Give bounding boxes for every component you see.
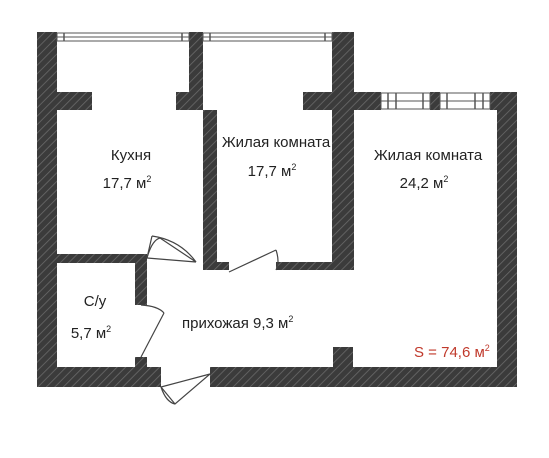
wall-bottom-left	[37, 367, 161, 387]
wall-top-left-stub	[37, 32, 57, 42]
window-ticks	[63, 33, 484, 109]
room-label-hallway: прихожая 9,3 м2	[182, 314, 293, 332]
wall-left-ledge	[37, 92, 92, 110]
wall-hall-pillar	[333, 347, 353, 367]
door-room1	[275, 249, 279, 271]
walls	[37, 32, 517, 387]
wall-room1-bottom	[276, 262, 354, 270]
windows	[56, 32, 491, 110]
wall-left	[37, 32, 57, 387]
room-name-living-2: Жилая комната	[374, 147, 483, 164]
wall-top-right-b	[490, 92, 517, 110]
room-name-living-1: Жилая комната	[222, 134, 331, 151]
room-name-kitchen: Кухня	[111, 147, 151, 164]
room-area-kitchen: 17,7 м2	[103, 174, 152, 192]
wall-room-partition	[332, 110, 354, 270]
room-area-living-2: 24,2 м2	[400, 174, 449, 192]
room-name-bathroom: С/у	[84, 293, 107, 310]
wall-bath-top	[57, 254, 147, 263]
wall-bath-right-a	[135, 263, 147, 305]
wall-kitchen-partition-top	[189, 32, 203, 92]
wall-kitchen-partition-ledge	[176, 92, 203, 110]
wall-bath-right-b	[135, 357, 147, 367]
doors	[140, 235, 279, 405]
total-area: S = 74,6 м2	[414, 343, 490, 361]
wall-bottom-right	[210, 367, 517, 387]
wall-room1-bottom-left	[217, 262, 229, 270]
wall-right	[497, 92, 517, 387]
wall-kitchen-right	[203, 110, 217, 268]
wall-top-right-mid	[430, 92, 440, 110]
door-bathroom	[140, 304, 165, 314]
room-area-living-1: 17,7 м2	[248, 162, 297, 180]
room-labels: Кухня 17,7 м2 Жилая комната 17,7 м2 Жила…	[71, 134, 490, 361]
wall-room-partition-top	[332, 32, 354, 110]
room-area-bathroom: 5,7 м2	[71, 324, 111, 342]
door-entrance	[160, 373, 211, 405]
wall-door-post	[203, 258, 217, 270]
